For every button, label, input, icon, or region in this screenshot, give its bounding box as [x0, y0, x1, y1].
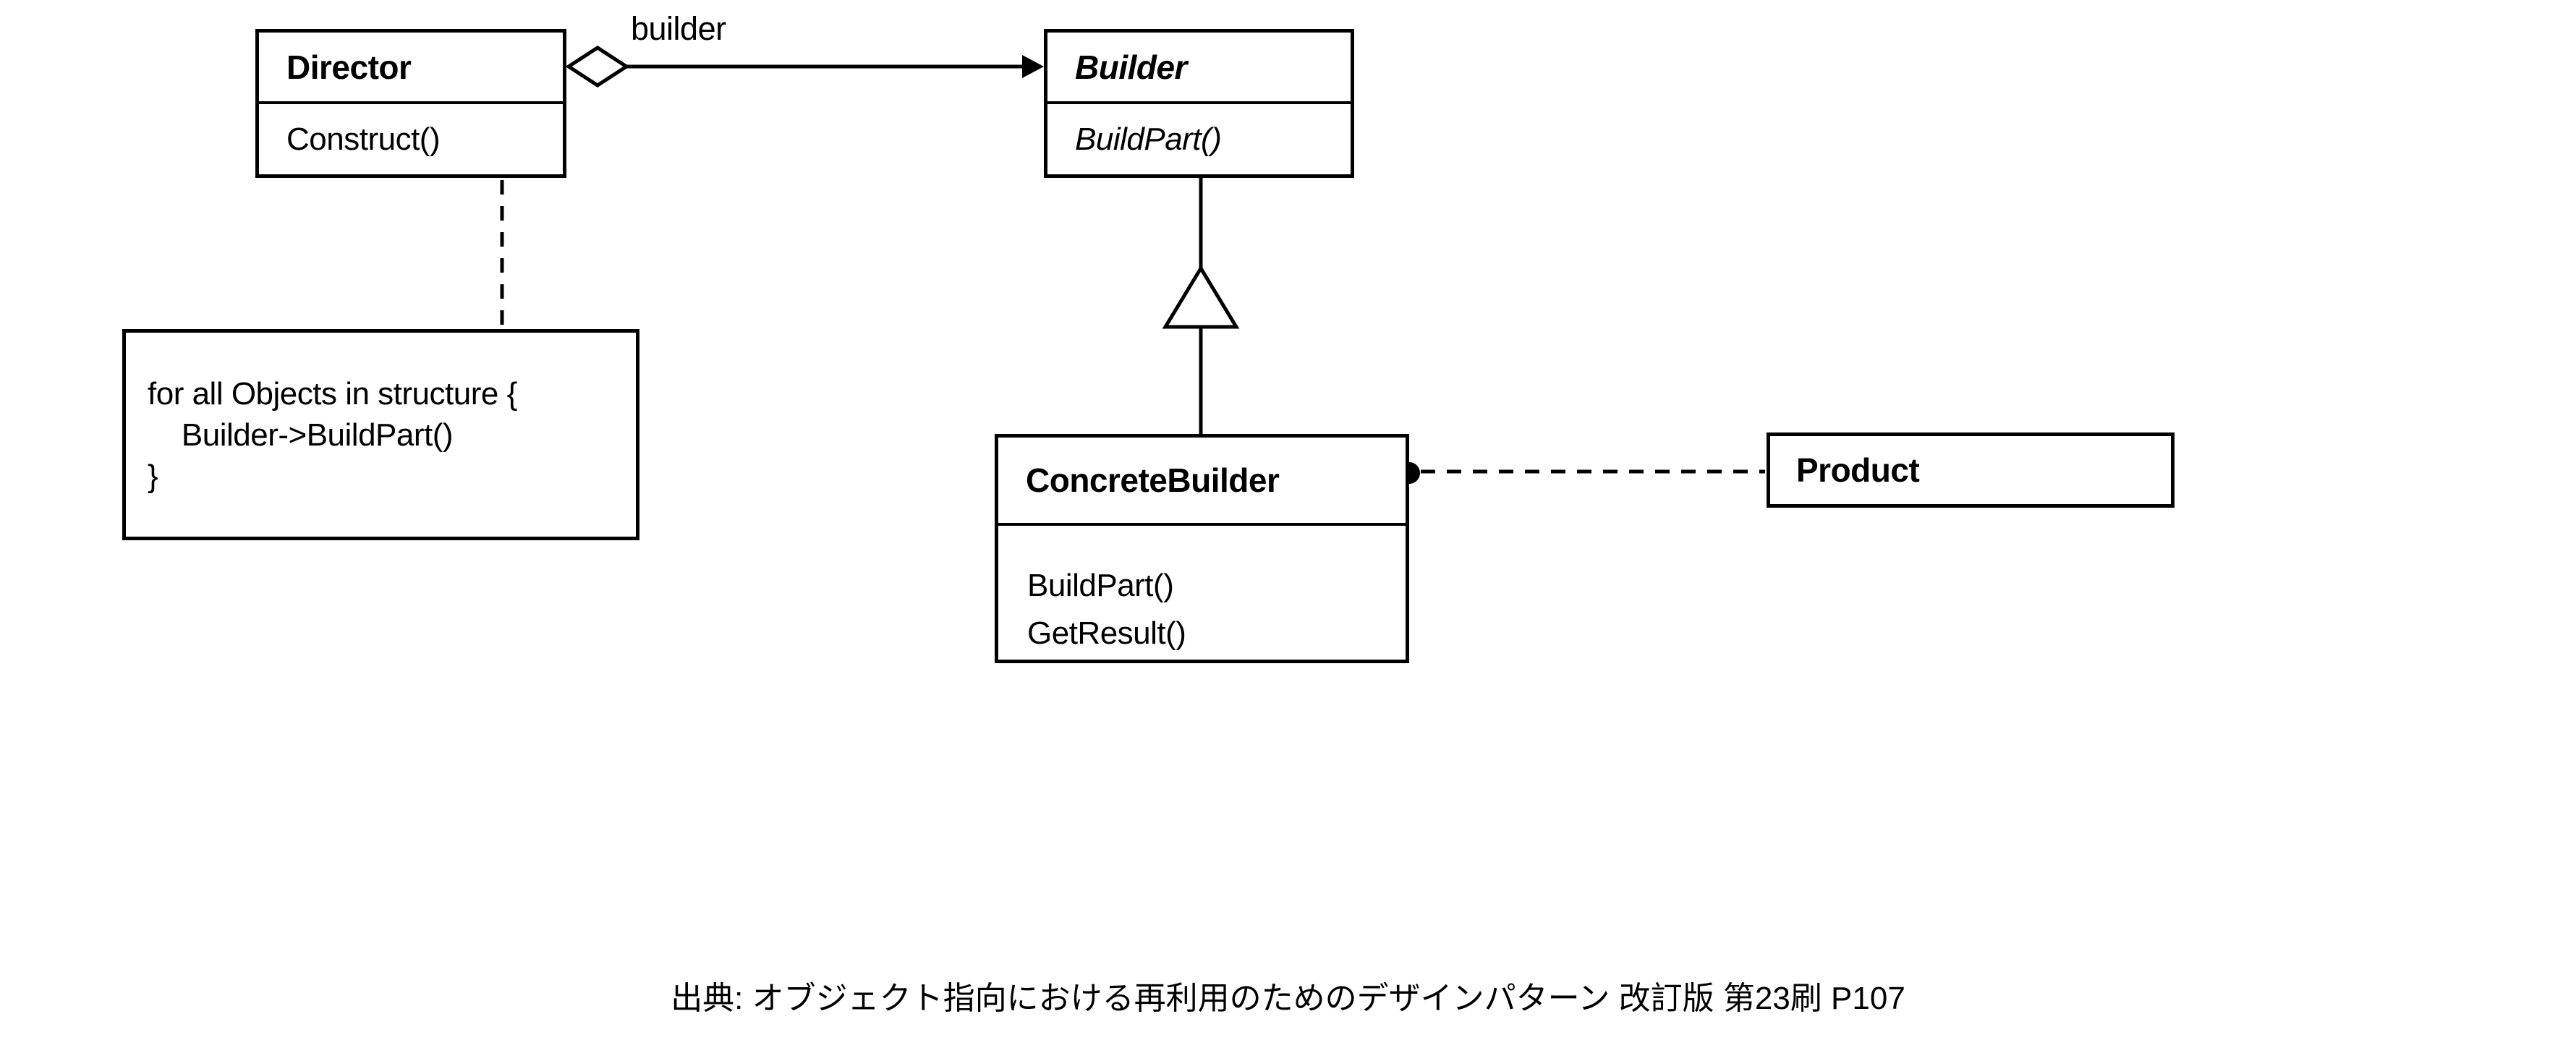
note-box: for all Objects in structure { Builder->… — [122, 329, 639, 540]
class-methods-builder: BuildPart() — [1047, 104, 1351, 174]
method-getresult: GetResult() — [1027, 615, 1186, 651]
source-caption: 出典: オブジェクト指向における再利用のためのデザインパターン 改訂版 第23刷… — [671, 981, 1905, 1016]
aggregation-diamond-icon — [565, 46, 630, 88]
class-name-builder: Builder — [1075, 48, 1187, 86]
generalization-triangle-icon — [1162, 265, 1240, 329]
class-box-concretebuilder: ConcreteBuilder BuildPart() GetResult() — [995, 434, 1409, 663]
class-name-product: Product — [1796, 451, 1920, 489]
method-buildpart: BuildPart() — [1027, 568, 1174, 603]
note-text: for all Objects in structure { Builder->… — [148, 376, 517, 494]
arrowhead-icon — [1022, 55, 1044, 78]
class-box-product: Product — [1767, 432, 2175, 508]
method-construct: Construct() — [286, 121, 441, 157]
class-box-director: Director Construct() — [255, 29, 566, 178]
class-box-builder: Builder BuildPart() — [1044, 29, 1354, 178]
class-methods-concretebuilder: BuildPart() GetResult() — [998, 526, 1406, 657]
method-buildpart-abstract: BuildPart() — [1075, 121, 1222, 157]
class-title-builder: Builder — [1047, 33, 1351, 104]
class-name-director: Director — [286, 48, 412, 86]
class-methods-director: Construct() — [259, 104, 563, 174]
aggregation-role-label: builder — [631, 10, 726, 47]
class-title-concretebuilder: ConcreteBuilder — [998, 438, 1406, 526]
class-title-director: Director — [259, 33, 563, 104]
class-name-concretebuilder: ConcreteBuilder — [1026, 461, 1280, 499]
